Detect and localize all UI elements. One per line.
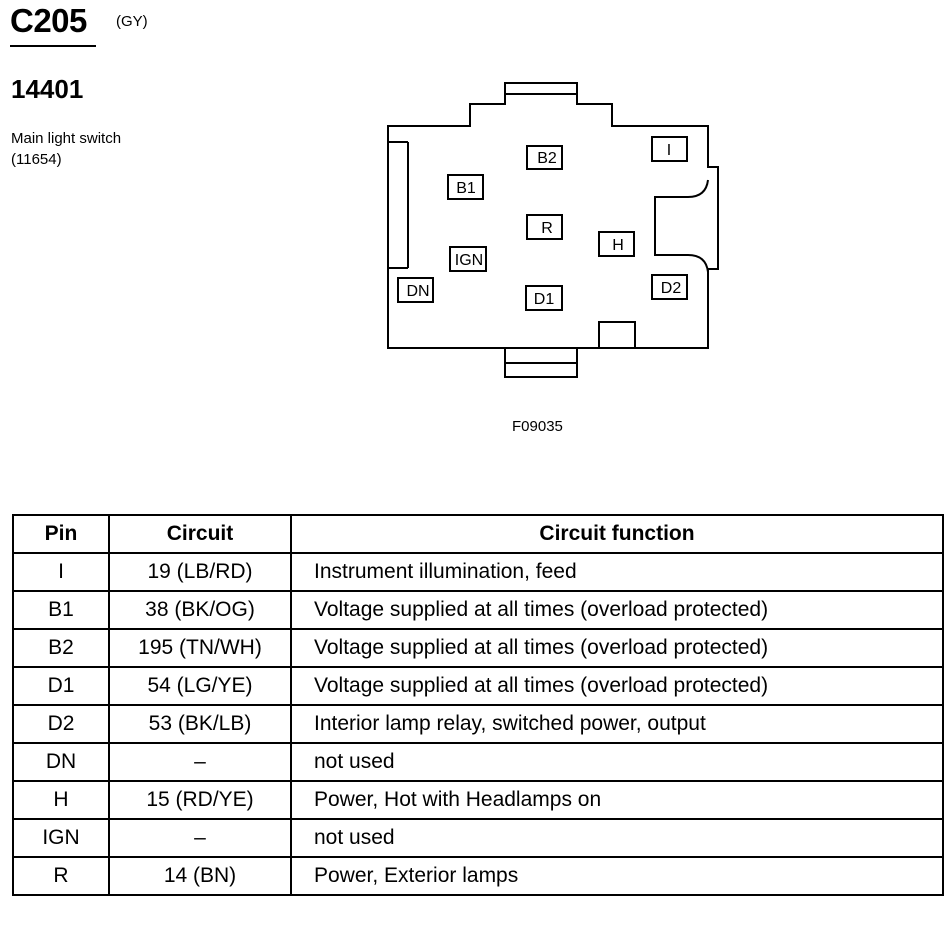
function-cell: Power, Hot with Headlamps on xyxy=(290,780,944,820)
pin-cavity-I: I xyxy=(651,136,688,162)
pin-cell: DN xyxy=(12,742,110,782)
function-cell: Voltage supplied at all times (overload … xyxy=(290,590,944,630)
pin-cavity-D1: D1 xyxy=(525,285,563,311)
header-circuit-function: Circuit function xyxy=(290,514,944,554)
pin-cavity-DN: DN xyxy=(397,277,434,303)
pin-cell: R xyxy=(12,856,110,896)
circuit-cell: 19 (LB/RD) xyxy=(108,552,292,592)
svg-text:DN: DN xyxy=(406,283,429,300)
circuit-cell: 54 (LG/YE) xyxy=(108,666,292,706)
pin-cell: B1 xyxy=(12,590,110,630)
figure-code: F09035 xyxy=(512,418,563,435)
function-cell: Instrument illumination, feed xyxy=(290,552,944,592)
pin-cavity-IGN: IGN xyxy=(449,246,487,272)
pin-cell: D1 xyxy=(12,666,110,706)
connector-color: (GY) xyxy=(116,13,148,30)
circuit-cell: – xyxy=(108,818,292,858)
svg-text:I: I xyxy=(667,142,671,159)
pin-cavity-H: H xyxy=(598,231,635,257)
pin-cavity-B2: B2 xyxy=(526,145,563,170)
function-cell: Interior lamp relay, switched power, out… xyxy=(290,704,944,744)
component-description: Main light switch (11654) xyxy=(11,128,121,170)
connector-id-underline xyxy=(10,45,96,47)
svg-text:D2: D2 xyxy=(661,280,682,297)
circuit-cell: – xyxy=(108,742,292,782)
function-cell: not used xyxy=(290,742,944,782)
component-name: Main light switch xyxy=(11,130,122,147)
circuit-cell: 14 (BN) xyxy=(108,856,292,896)
pin-cell: B2 xyxy=(12,628,110,668)
svg-text:H: H xyxy=(612,237,624,254)
pin-cell: D2 xyxy=(12,704,110,744)
connector-housing-outline xyxy=(387,82,719,378)
pin-cell: H xyxy=(12,780,110,820)
svg-text:R: R xyxy=(541,220,553,237)
function-cell: Power, Exterior lamps xyxy=(290,856,944,896)
svg-text:B2: B2 xyxy=(537,150,557,167)
svg-text:IGN: IGN xyxy=(455,252,483,269)
circuit-cell: 15 (RD/YE) xyxy=(108,780,292,820)
table-row: IGN–not used xyxy=(12,818,944,858)
circuit-cell: 38 (BK/OG) xyxy=(108,590,292,630)
pin-cell: IGN xyxy=(12,818,110,858)
function-cell: not used xyxy=(290,818,944,858)
table-header-row: Pin Circuit Circuit function xyxy=(12,514,944,554)
pin-cavity-R: R xyxy=(526,214,563,240)
pin-cavity-B1: B1 xyxy=(447,174,484,200)
connector-id: C205 xyxy=(10,2,87,39)
connector-face-diagram: I B2 B1 R H IGN DN D1 D2 xyxy=(387,82,719,378)
function-cell: Voltage supplied at all times (overload … xyxy=(290,666,944,706)
svg-text:D1: D1 xyxy=(534,291,555,308)
header-circuit: Circuit xyxy=(108,514,292,554)
function-cell: Voltage supplied at all times (overload … xyxy=(290,628,944,668)
header-pin: Pin xyxy=(12,514,110,554)
part-number: 14401 xyxy=(11,74,84,104)
component-code: (11654) xyxy=(11,151,62,168)
pin-cell: I xyxy=(12,552,110,592)
pin-cavity-D2: D2 xyxy=(651,274,688,300)
svg-text:B1: B1 xyxy=(456,180,476,197)
table-row: DN–not used xyxy=(12,742,944,782)
circuit-cell: 195 (TN/WH) xyxy=(108,628,292,668)
circuit-cell: 53 (BK/LB) xyxy=(108,704,292,744)
